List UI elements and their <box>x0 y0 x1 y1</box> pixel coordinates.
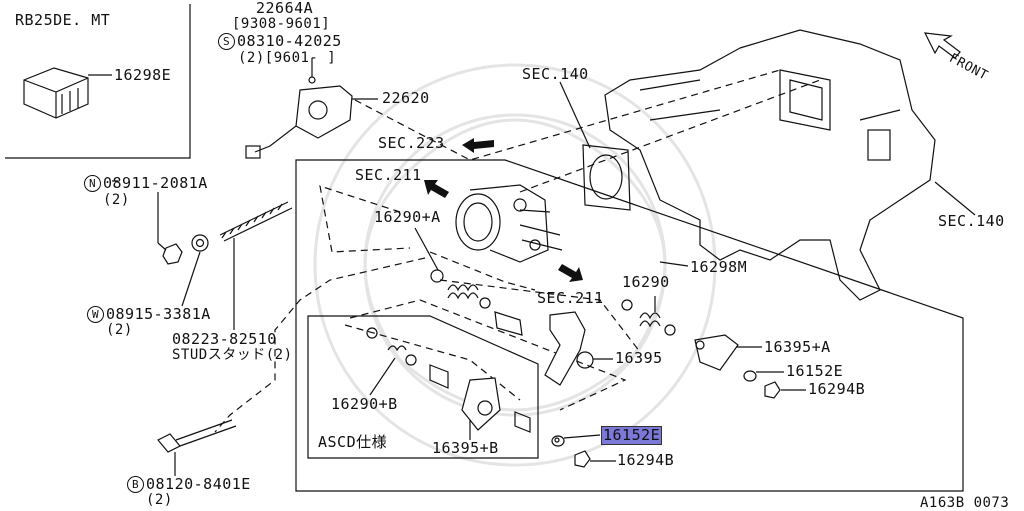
section-ref-sec140-right[interactable]: SEC.140 <box>938 212 1005 230</box>
part-label-16298e-inset[interactable]: 16298E <box>114 66 172 84</box>
part-label-16395b[interactable]: 16395+B <box>432 439 499 457</box>
part-label-16290a[interactable]: 16290+A <box>374 208 441 226</box>
section-ref-sec211-mid[interactable]: SEC.211 <box>537 289 604 307</box>
part-label-16395[interactable]: 16395 <box>615 349 663 367</box>
section-ref-sec223[interactable]: SEC.223 <box>378 134 445 152</box>
part-label-16294b-bottom[interactable]: 16294B <box>617 451 675 469</box>
part-label-22620[interactable]: 22620 <box>382 89 430 107</box>
assembly-frame <box>295 159 964 492</box>
date-range-22664a: [9308-9601] <box>232 16 331 32</box>
part-label-16152e-right[interactable]: 16152E <box>786 362 844 380</box>
part-label-16298m[interactable]: 16298M <box>690 258 748 276</box>
bolt-qty: (2) <box>146 492 173 508</box>
part-label-16395a[interactable]: 16395+A <box>764 338 831 356</box>
marker-s-icon: S <box>218 33 235 50</box>
front-arrow-icon <box>923 32 961 59</box>
bolt-icon <box>157 419 237 476</box>
marker-n-icon: N <box>84 175 101 192</box>
throttle-body-icon <box>455 184 563 263</box>
section-ref-sec211-top[interactable]: SEC.211 <box>355 166 422 184</box>
marker-w-icon: W <box>87 306 104 323</box>
throttle-sensor-icon <box>245 58 378 159</box>
throttle-lever-icon <box>461 311 739 431</box>
marker-b-icon: B <box>127 476 144 493</box>
inset-box <box>5 4 191 159</box>
nut-qty: (2) <box>103 192 130 208</box>
date-range-s-bolt: (2)[9601- ] <box>238 50 337 66</box>
stud-label[interactable]: 08223-82510 <box>172 330 277 348</box>
spring-icon <box>369 227 661 396</box>
gasket-icon <box>582 144 631 211</box>
part-label-16290[interactable]: 16290 <box>622 273 670 291</box>
diagram-code: A163B 0073 <box>920 495 1010 511</box>
intake-manifold-icon <box>604 29 976 301</box>
ascd-note: ASCD仕様 <box>318 433 388 451</box>
part-label-16294b-right[interactable]: 16294B <box>808 380 866 398</box>
variant-label: RB25DE. MT <box>15 11 111 29</box>
arrow-icon <box>424 138 583 282</box>
section-ref-sec140-top[interactable]: SEC.140 <box>522 65 589 83</box>
resistor-block-icon <box>23 67 112 119</box>
stud-note: STUDスタッド(2) <box>172 347 293 363</box>
ascd-frame <box>307 315 539 459</box>
part-label-16152e-highlighted[interactable]: 16152E <box>601 426 663 445</box>
stud-icon <box>219 201 293 330</box>
washer-qty: (2) <box>106 322 133 338</box>
part-label-22664a[interactable]: 22664A <box>256 0 314 17</box>
small-parts-icon <box>366 269 781 468</box>
part-label-16290b[interactable]: 16290+B <box>331 395 398 413</box>
dashed-leaders <box>214 69 821 433</box>
washer-icon <box>181 234 209 307</box>
nut-icon <box>157 192 183 265</box>
